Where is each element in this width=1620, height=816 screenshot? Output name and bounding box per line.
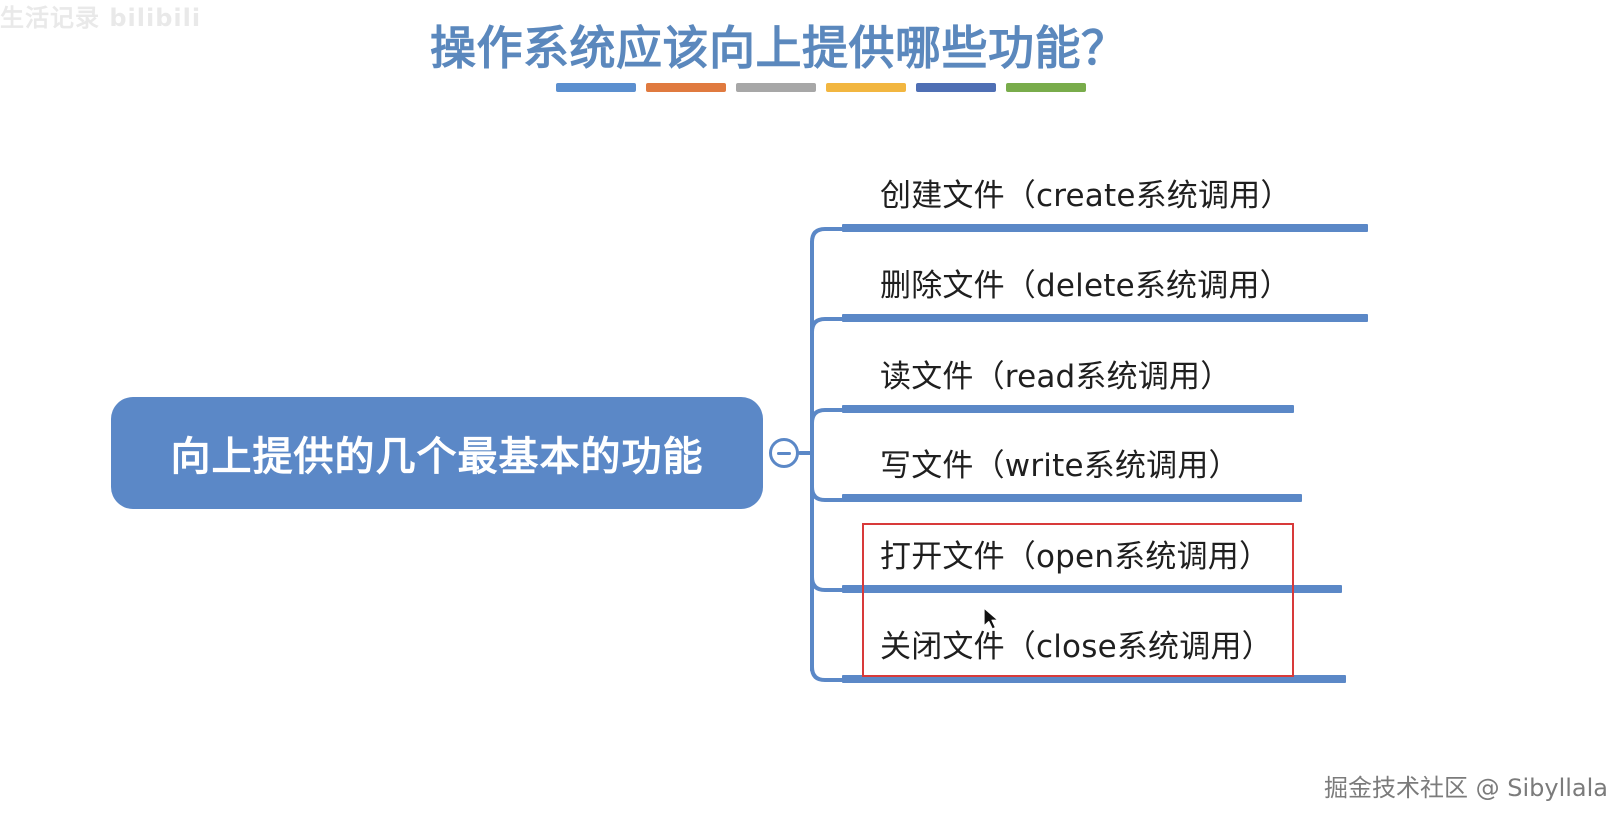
- branch-underline: [842, 494, 1302, 502]
- minus-icon: [777, 451, 791, 455]
- branch-elbow-line: [810, 317, 844, 334]
- branch-label: 写文件（write系统调用）: [880, 448, 1240, 484]
- branch-underline: [842, 405, 1294, 413]
- title-color-bar: [1006, 83, 1086, 92]
- branch-label: 删除文件（delete系统调用）: [880, 268, 1291, 304]
- branch-underline: [842, 675, 1346, 683]
- branch-elbow-line: [810, 485, 844, 502]
- central-topic-label: 向上提供的几个最基本的功能: [170, 434, 704, 480]
- collapse-branches-button[interactable]: [769, 438, 799, 468]
- title-color-bar: [556, 83, 636, 92]
- central-topic-node[interactable]: 向上提供的几个最基本的功能: [111, 397, 763, 509]
- branch-label: 读文件（read系统调用）: [880, 359, 1232, 395]
- branch-underline: [842, 314, 1368, 322]
- branch-underline: [842, 585, 1342, 593]
- title-color-strip: [556, 83, 1086, 92]
- title-color-bar: [646, 83, 726, 92]
- cursor-icon: [983, 607, 999, 630]
- branch-label: 关闭文件（close系统调用）: [880, 629, 1273, 665]
- title-color-bar: [736, 83, 816, 92]
- branch-elbow-line: [810, 408, 844, 425]
- branch-elbow-line: [810, 665, 844, 682]
- title-color-bar: [916, 83, 996, 92]
- top-left-watermark: 生活记录 bilibili: [0, 4, 202, 32]
- branch-elbow-line: [810, 227, 844, 244]
- branch-label: 打开文件（open系统调用）: [880, 539, 1271, 575]
- title-color-bar: [826, 83, 906, 92]
- bottom-right-watermark: 掘金技术社区 @ Sibyllala: [1323, 774, 1608, 802]
- branch-elbow-line: [810, 575, 844, 592]
- page-title: 操作系统应该向上提供哪些功能？: [430, 21, 1128, 75]
- highlight-box: [862, 523, 1294, 677]
- branch-label: 创建文件（create系统调用）: [880, 178, 1292, 214]
- branch-underline: [842, 224, 1368, 232]
